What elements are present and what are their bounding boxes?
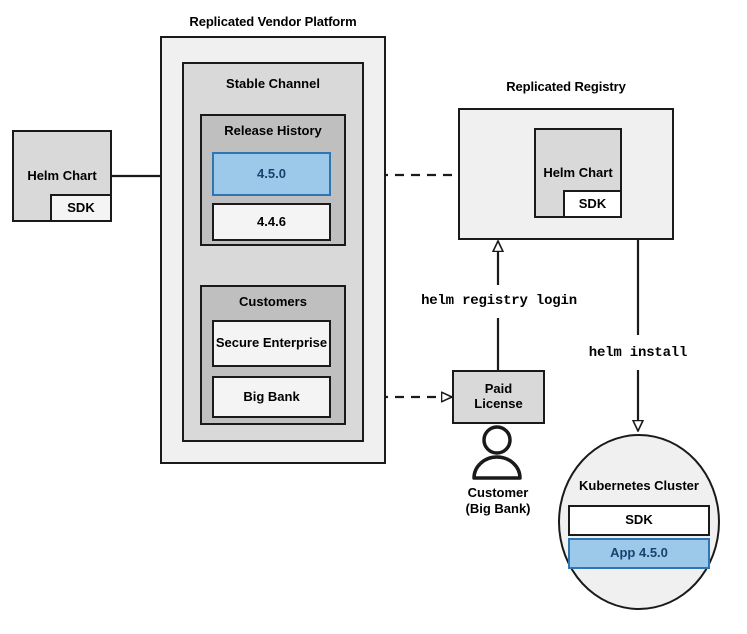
cluster-component-label: App 4.5.0 [610, 545, 668, 561]
person-icon [472, 425, 522, 480]
registry-sdk-box[interactable]: SDK [563, 190, 622, 218]
registry-helm-chart-box[interactable]: Helm Chart [534, 128, 622, 218]
registry-helm-chart-label: Helm Chart [543, 164, 613, 180]
kubernetes-cluster-label: Kubernetes Cluster [579, 478, 699, 493]
customer-item-secure-enterprise[interactable]: Secure Enterprise [212, 320, 331, 367]
customer-actor-line1: Customer [467, 485, 529, 500]
release-item-previous[interactable]: 4.4.6 [212, 203, 331, 241]
source-sdk-label: SDK [67, 199, 95, 215]
paid-license-line2: License [474, 396, 523, 411]
helm-install-label: helm install [588, 345, 688, 361]
release-version-label: 4.5.0 [257, 165, 286, 181]
customer-name-label: Big Bank [243, 388, 300, 404]
source-helm-chart-label: Helm Chart [27, 167, 97, 183]
paid-license-box[interactable]: Paid License [452, 370, 545, 424]
registry-sdk-label: SDK [578, 195, 607, 211]
platform-title: Replicated Vendor Platform [189, 14, 357, 29]
cluster-component-app[interactable]: App 4.5.0 [568, 538, 710, 569]
customer-actor-caption: Customer (Big Bank) [427, 485, 569, 518]
helm-registry-login-label: helm registry login [421, 293, 577, 309]
cluster-component-sdk[interactable]: SDK [568, 505, 710, 536]
stable-channel-label: Stable Channel [226, 76, 320, 91]
source-sdk-box[interactable]: SDK [50, 194, 112, 222]
release-history-label: Release History [224, 123, 322, 138]
release-version-label: 4.4.6 [257, 213, 286, 229]
registry-title: Replicated Registry [506, 79, 626, 94]
paid-license-line1: Paid [484, 381, 513, 397]
customers-label: Customers [239, 294, 307, 309]
customer-name-label: Secure Enterprise [215, 335, 328, 351]
customer-actor-line2: (Big Bank) [465, 501, 531, 517]
customer-item-big-bank[interactable]: Big Bank [212, 376, 331, 418]
release-item-current[interactable]: 4.5.0 [212, 152, 331, 196]
cluster-component-label: SDK [625, 512, 653, 528]
